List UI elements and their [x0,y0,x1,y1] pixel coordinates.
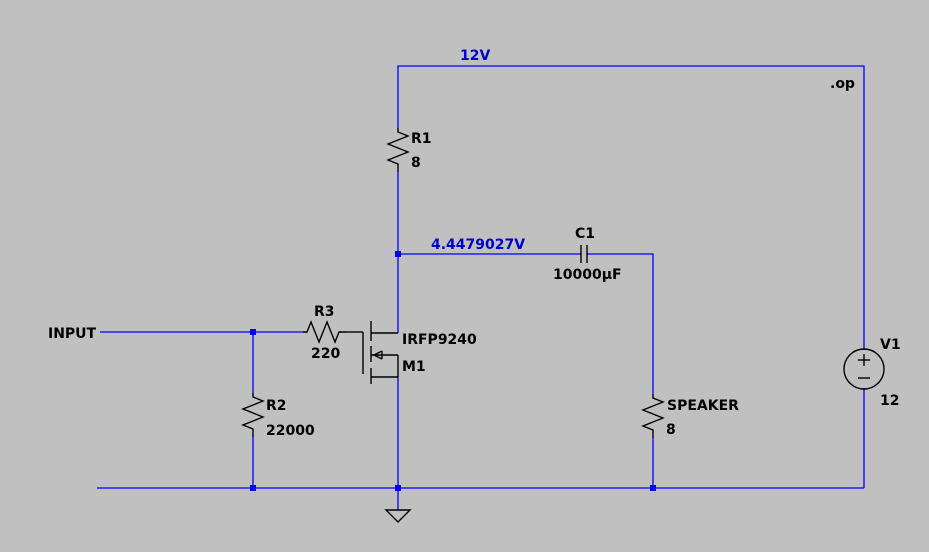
resistor-icon [641,394,665,438]
v1-value: 12 [880,393,899,409]
supply-net-label[interactable]: 12V [460,48,490,64]
mosfet-m1[interactable]: IRFP9240 M1 [347,321,477,384]
r1-name: R1 [411,131,432,147]
junction-ground-mosfet [395,485,401,491]
junction-input-node [250,329,256,335]
voltage-source-icon [843,348,885,390]
v1-name: V1 [880,337,901,353]
resistor-icon [386,128,410,172]
junction-drain-node [395,251,401,257]
wires [97,65,865,510]
capacitor-c1[interactable]: C1 10000µF [553,226,622,283]
wire-c1-to-speaker[interactable] [588,253,654,394]
wire-supply-rail[interactable] [397,65,865,350]
junction-ground-speaker [650,485,656,491]
resistor-r1[interactable]: R1 8 [386,128,432,172]
r1-value: 8 [411,155,421,171]
resistor-speaker[interactable]: SPEAKER 8 [641,394,739,438]
resistor-icon [241,393,265,437]
spice-directive[interactable]: .op [830,76,855,92]
resistor-icon [303,320,347,344]
r2-value: 22000 [266,423,315,439]
r2-name: R2 [266,398,287,414]
voltage-source-v1[interactable]: V1 12 [843,337,901,409]
resistor-r2[interactable]: R2 22000 [241,393,315,439]
m1-model: IRFP9240 [402,332,477,348]
resistor-r3[interactable]: R3 220 [303,304,347,362]
r3-name: R3 [314,304,335,320]
junction-ground-r2 [250,485,256,491]
pmos-icon [347,321,399,384]
input-net-label[interactable]: INPUT [48,326,97,342]
m1-name: M1 [402,359,426,375]
speaker-value: 8 [666,422,676,438]
drain-voltage-label[interactable]: 4.4479027V [431,237,525,253]
capacitor-icon [580,245,588,263]
r3-value: 220 [311,346,340,362]
c1-value: 10000µF [553,267,622,283]
speaker-name: SPEAKER [667,398,739,414]
junctions [250,251,656,491]
ground-icon [384,509,412,523]
c1-name: C1 [575,226,595,242]
